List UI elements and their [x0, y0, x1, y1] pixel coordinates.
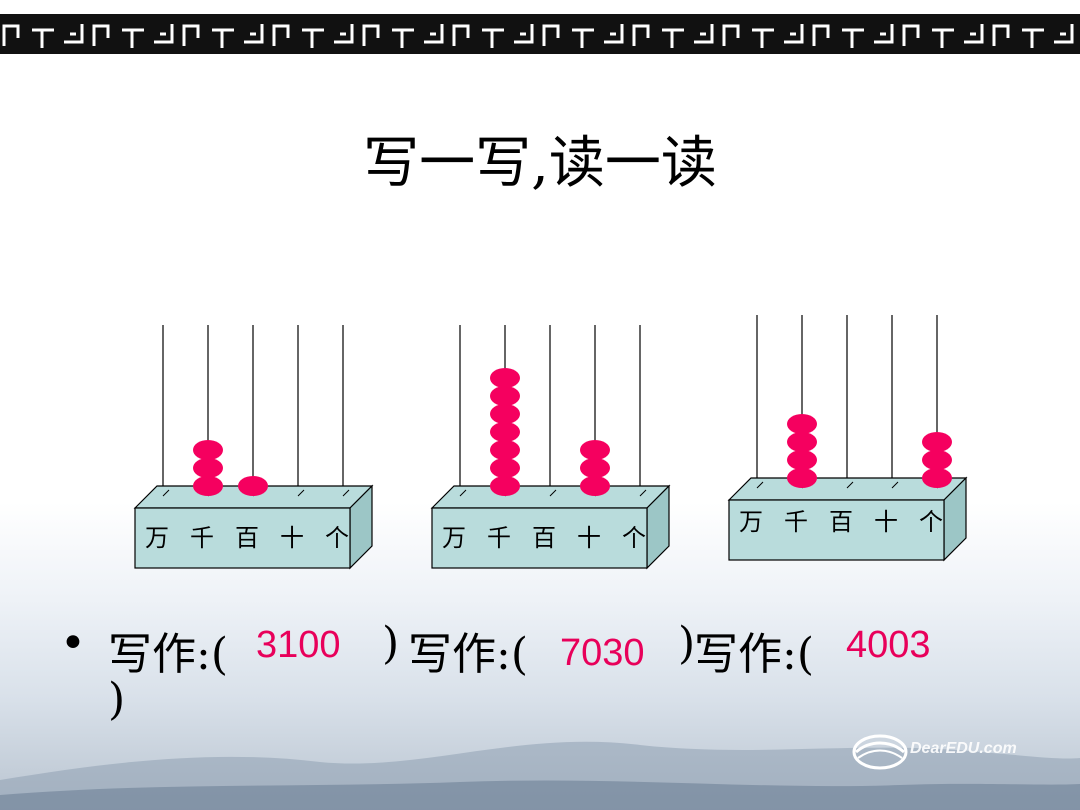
abacus-2-bead [490, 386, 520, 406]
abacus-3-bead [922, 468, 952, 488]
abacus-2-rod-stub-1 [459, 489, 467, 497]
abacus-2-bead [490, 440, 520, 460]
abacus-2-rod-stub-3 [549, 489, 557, 497]
abacus-2-label-3: 百 [532, 524, 556, 552]
abacus-2-bead [490, 476, 520, 496]
abacus-3-bead [787, 414, 817, 434]
abacus-3-rod-stub-1 [756, 481, 764, 489]
abacus-3-label-3: 百 [829, 508, 853, 536]
logo-mark [852, 734, 908, 770]
border-pattern-path [2, 24, 1074, 48]
abacus-3-label-1: 万 [739, 508, 763, 536]
abacus-3-label-2: 千 [784, 508, 808, 536]
abacus-3-label-5: 个 [919, 508, 943, 536]
abacus-2-bead [580, 476, 610, 496]
abacus-3-bead [922, 432, 952, 452]
close-paren-3: ) [108, 674, 126, 725]
abacus-2-box-front [431, 507, 648, 569]
abacus-2-box-top [430, 485, 671, 509]
abacus-figure: 万千百十个万千百十个万千百十个 [133, 315, 968, 570]
abacus-1-label-1: 万 [145, 524, 169, 552]
abacus-1-label-2: 千 [190, 524, 214, 552]
abacus-1-bead [238, 476, 268, 496]
write-prefix-3: 写作:( [694, 629, 814, 680]
answer-2: 7030 [560, 632, 645, 674]
abacus-1-bead [193, 458, 223, 478]
watermark-logo: DearEDU.com [910, 740, 1017, 757]
page-title: 写一写,读一读 [363, 131, 717, 196]
abacus-2-bead [490, 422, 520, 442]
abacus-3-bead [922, 450, 952, 470]
abacus-1-bead [193, 440, 223, 460]
abacus-2-bead [490, 458, 520, 478]
abacus-3-bead [787, 468, 817, 488]
abacus-3-box-front [728, 499, 945, 561]
abacus-3-label-4: 十 [874, 508, 898, 536]
abacus-1-label-3: 百 [235, 524, 259, 552]
abacus-2-rod-stub-5 [639, 489, 647, 497]
abacus-3-bead [787, 432, 817, 452]
abacus-1-bead [193, 476, 223, 496]
abacus-3-rod-stub-3 [846, 481, 854, 489]
abacus-2-label-1: 万 [442, 524, 466, 552]
abacus-3-bead [787, 450, 817, 470]
abacus-1-label-5: 个 [325, 524, 349, 552]
abacus-1-rod-stub-4 [297, 489, 305, 497]
abacus-2-label-4: 十 [577, 524, 601, 552]
write-prefix-1: 写作:( [108, 629, 228, 680]
mountain-background [0, 741, 1080, 810]
abacus-1-box-front [134, 507, 351, 569]
abacus-2-label-2: 千 [487, 524, 511, 552]
answer-1: 3100 [256, 624, 341, 666]
abacus-1-rod-stub-1 [162, 489, 170, 497]
answer-3: 4003 [846, 624, 931, 666]
close-paren-1: ) [382, 618, 400, 669]
abacus-3-rod-stub-4 [891, 481, 899, 489]
abacus-2-bead [580, 440, 610, 460]
bullet-symbol: • [60, 618, 86, 669]
abacus-2-bead [490, 404, 520, 424]
write-prefix-2: 写作:( [408, 629, 528, 680]
abacus-2-bead [580, 458, 610, 478]
abacus-2-bead [490, 368, 520, 388]
abacus-1-rod-stub-5 [342, 489, 350, 497]
abacus-2-label-5: 个 [622, 524, 646, 552]
abacus-1-label-4: 十 [280, 524, 304, 552]
decorative-border [0, 0, 1080, 54]
close-paren-2: ) [678, 618, 696, 669]
